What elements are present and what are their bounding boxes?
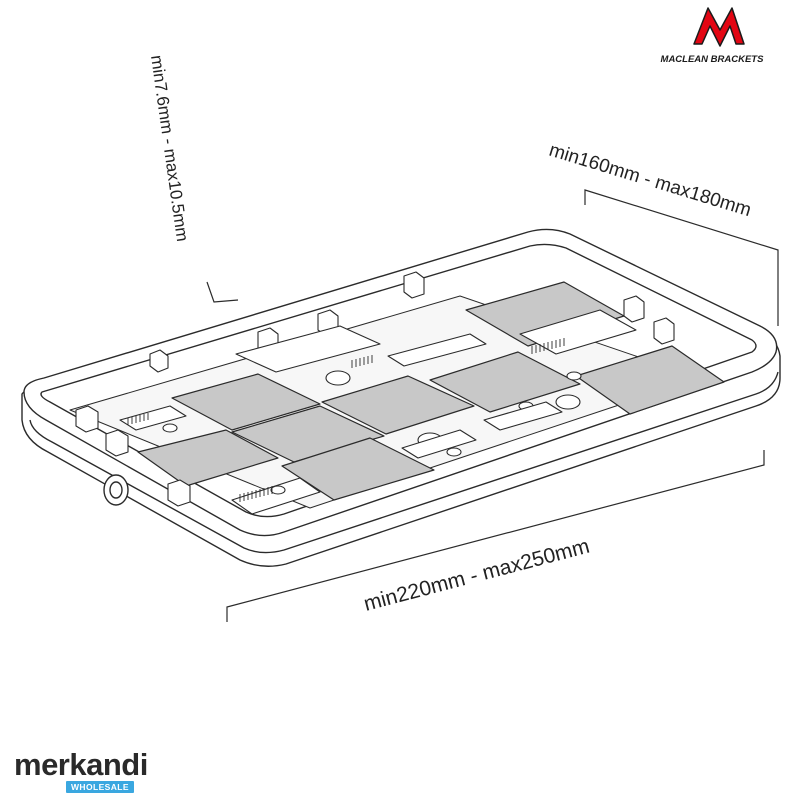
rib bbox=[387, 333, 487, 367]
grip-teeth bbox=[127, 338, 565, 502]
corner-clip bbox=[403, 271, 425, 299]
rubber-pad bbox=[281, 437, 435, 501]
rubber-pad bbox=[171, 373, 321, 431]
adjust-knob-inner bbox=[109, 481, 123, 499]
screw-boss bbox=[325, 370, 351, 386]
thickness-dimension: min7.6mm - max10.5mm bbox=[147, 54, 239, 303]
thickness-dimension-label: min7.6mm - max10.5mm bbox=[147, 54, 192, 243]
width-dimension-label: min160mm - max180mm bbox=[547, 140, 754, 222]
teeth-strip bbox=[239, 486, 273, 502]
corner-clip bbox=[623, 295, 645, 323]
rib bbox=[401, 429, 477, 459]
width-dimension-line bbox=[584, 189, 779, 326]
corner-clip bbox=[167, 479, 191, 507]
rubber-pad bbox=[137, 429, 279, 487]
teeth-strip bbox=[531, 338, 565, 354]
screw-boss bbox=[566, 371, 582, 381]
tray-bottom-lip bbox=[29, 371, 779, 554]
teeth-strip bbox=[351, 355, 373, 368]
brand-logo-text: MACLEAN BRACKETS bbox=[661, 54, 765, 65]
screw-boss bbox=[162, 423, 178, 433]
rail-channel bbox=[231, 477, 321, 515]
length-dimension-label: min220mm - max250mm bbox=[361, 535, 591, 616]
watermark-name: merkandi bbox=[14, 747, 148, 782]
rubber-pad bbox=[429, 351, 581, 413]
corner-clip bbox=[105, 429, 129, 457]
tray-hardware bbox=[75, 271, 675, 515]
watermark-badge: WHOLESALE bbox=[66, 781, 134, 793]
screw-boss bbox=[270, 485, 286, 495]
rubber-pad bbox=[231, 405, 385, 463]
corner-clip bbox=[149, 349, 169, 373]
screw-boss bbox=[446, 447, 462, 457]
corner-clip bbox=[75, 405, 99, 433]
rib bbox=[483, 401, 563, 431]
screw-boss bbox=[555, 394, 581, 410]
length-dimension-line bbox=[226, 450, 765, 622]
brand-logo: MACLEAN BRACKETS bbox=[661, 7, 765, 65]
brand-logo-m-mark bbox=[693, 7, 745, 47]
thickness-leader-line bbox=[206, 281, 239, 303]
rubber-pad bbox=[321, 375, 475, 435]
rubber-pad bbox=[575, 345, 725, 415]
rail-channel bbox=[235, 325, 381, 373]
teeth-strip bbox=[127, 413, 149, 425]
rubber-pads bbox=[137, 281, 725, 501]
rail-channel bbox=[119, 405, 187, 431]
corner-clip bbox=[653, 317, 675, 345]
